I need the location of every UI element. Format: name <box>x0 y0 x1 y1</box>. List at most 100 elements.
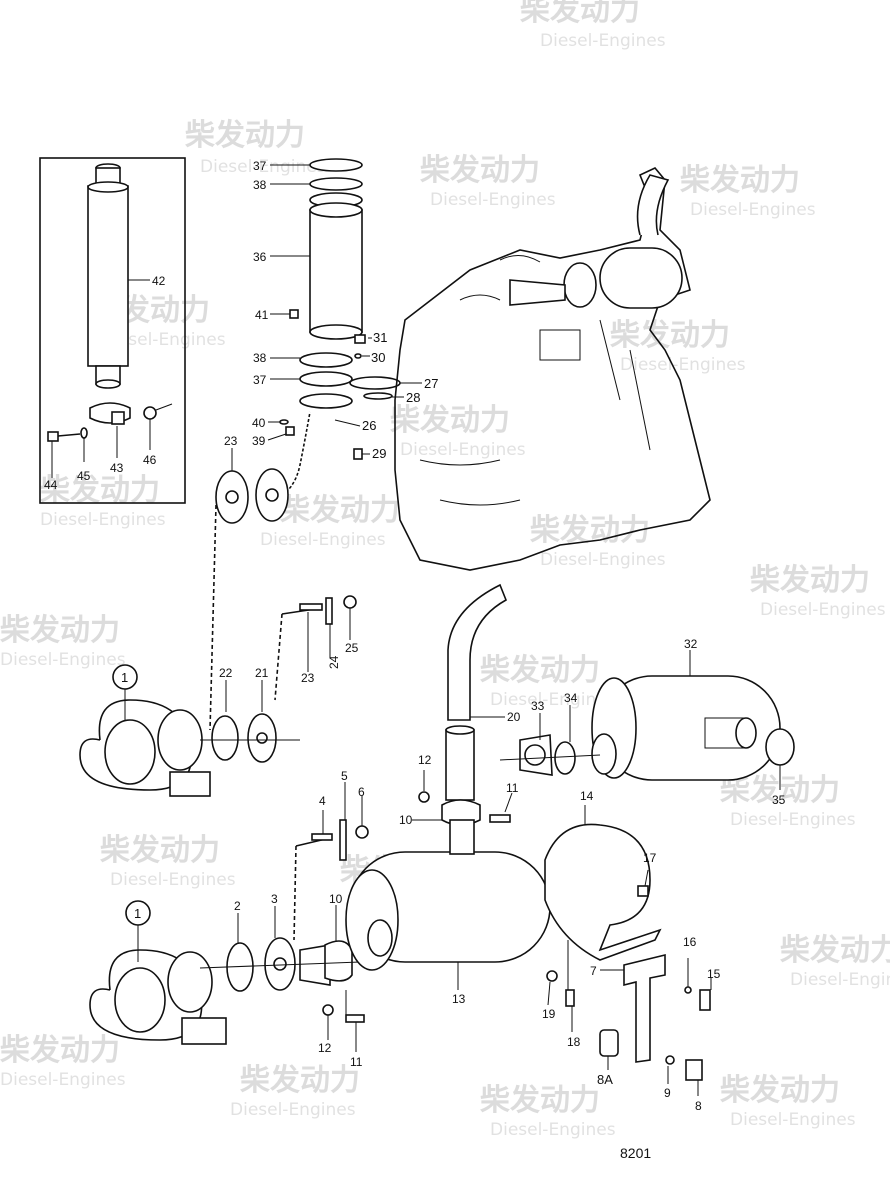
watermark-tile: 柴发动力 Diesel-Engines <box>0 1033 126 1090</box>
callout-32: 32 <box>684 637 698 651</box>
callout-20: 20 <box>507 710 521 724</box>
callout-3: 3 <box>271 892 278 906</box>
inset-detail-box: 42 43 44 45 46 <box>39 157 186 504</box>
watermark-tile: 柴发动力 Diesel-Engines <box>185 118 326 177</box>
callout-4: 4 <box>319 794 326 808</box>
watermark-tile: 柴发动力 Diesel-Engines <box>390 403 526 460</box>
callout-12-lower: 12 <box>318 1041 332 1055</box>
washer-30 <box>354 353 362 359</box>
svg-text:柴发动力: 柴发动力 <box>390 403 510 438</box>
callout-37-bottom: 37 <box>253 373 267 387</box>
svg-text:柴发动力: 柴发动力 <box>480 653 600 688</box>
callout-16: 16 <box>683 935 697 949</box>
clamp-10-lower <box>324 940 353 982</box>
silencer-pipe-36 <box>309 209 363 333</box>
svg-text:Diesel-Engines: Diesel-Engines <box>110 870 236 890</box>
bolt-39 <box>285 426 295 436</box>
callout-8A: 8A <box>597 1072 613 1087</box>
svg-text:Diesel-Engines: Diesel-Engines <box>540 31 666 51</box>
callout-8: 8 <box>695 1099 702 1113</box>
callout-34: 34 <box>564 691 578 705</box>
svg-text:柴发动力: 柴发动力 <box>530 513 650 548</box>
callout-46: 46 <box>143 453 157 467</box>
inset-washer <box>80 427 88 439</box>
flange-37-bottom <box>299 371 353 387</box>
gasket-38-bottom <box>299 352 353 368</box>
svg-text:Diesel-Engines: Diesel-Engines <box>760 600 886 620</box>
gasket-34 <box>554 741 576 775</box>
watermark-tile: 柴发动力 Diesel-Engines <box>480 1083 616 1140</box>
svg-text:柴发动力: 柴发动力 <box>720 1073 840 1108</box>
callout-13: 13 <box>452 992 466 1006</box>
callout-1-upper: 1 <box>121 670 128 685</box>
callout-43: 43 <box>110 461 124 475</box>
inset-clamp <box>89 402 131 425</box>
tailpipe-group: 20 12 11 10 32 33 34 35 <box>399 583 795 827</box>
stud-23 <box>299 603 323 611</box>
svg-text:柴发动力: 柴发动力 <box>0 1033 120 1068</box>
callout-30: 30 <box>371 350 385 365</box>
clamp-35 <box>765 728 795 766</box>
svg-text:柴发动力: 柴发动力 <box>750 563 870 598</box>
callout-42: 42 <box>152 274 166 288</box>
svg-text:Diesel-Engines: Diesel-Engines <box>730 1110 856 1130</box>
callout-11-upper: 11 <box>506 781 519 795</box>
svg-text:Diesel-Engines: Diesel-Engines <box>40 510 166 530</box>
svg-text:柴发动力: 柴发动力 <box>100 833 220 868</box>
watermark-tile: 柴发动力 Diesel-Engines <box>720 773 856 830</box>
svg-text:柴发动力: 柴发动力 <box>280 493 400 528</box>
callout-22: 22 <box>219 666 233 680</box>
svg-text:Diesel-Engines: Diesel-Engines <box>790 970 890 990</box>
watermark-tile: 柴发动力 Diesel-Engines <box>750 563 886 620</box>
callout-7: 7 <box>590 964 597 978</box>
svg-text:Diesel-Engines: Diesel-Engines <box>690 200 816 220</box>
engine-outline <box>394 167 711 571</box>
bolt-11-upper <box>489 814 511 823</box>
nut-25 <box>343 595 357 609</box>
svg-text:Diesel-Engines: Diesel-Engines <box>430 190 556 210</box>
callout-23-lower: 23 <box>301 671 315 685</box>
callout-5: 5 <box>341 769 348 783</box>
nut-17 <box>637 885 649 897</box>
callout-28: 28 <box>406 390 420 405</box>
callout-17: 17 <box>643 851 657 865</box>
callout-6: 6 <box>358 785 365 799</box>
callout-10-upper: 10 <box>399 813 413 827</box>
callout-40: 40 <box>252 416 266 430</box>
watermark-tile: 柴发动力 Diesel-Engines <box>480 653 616 710</box>
svg-text:Diesel-Engines: Diesel-Engines <box>0 650 126 670</box>
callout-12-upper: 12 <box>418 753 432 767</box>
svg-text:Diesel-Engines: Diesel-Engines <box>230 1100 356 1120</box>
washer-16 <box>684 986 692 994</box>
bolt-18 <box>565 989 575 1007</box>
drawing-reference-number: 8201 <box>620 1145 651 1161</box>
svg-text:柴发动力: 柴发动力 <box>480 1083 600 1118</box>
spacer-8A <box>599 1029 619 1057</box>
svg-text:柴发动力: 柴发动力 <box>240 1063 360 1098</box>
svg-text:柴发动力: 柴发动力 <box>780 933 890 968</box>
watermark-tile: 柴发动力 Diesel-Engines <box>610 318 746 375</box>
callout-31: 31 <box>373 330 387 345</box>
watermark-tile: 柴发动力 Diesel-Engines <box>0 613 126 670</box>
svg-text:柴发动力: 柴发动力 <box>0 613 120 648</box>
svg-text:Diesel-Engines: Diesel-Engines <box>490 1120 616 1140</box>
callout-33: 33 <box>531 699 545 713</box>
washer-9 <box>665 1055 675 1065</box>
svg-text:Diesel-Engines: Diesel-Engines <box>100 330 226 350</box>
callout-9: 9 <box>664 1086 671 1100</box>
callout-11-lower: 11 <box>350 1055 363 1069</box>
callout-10-lower: 10 <box>329 892 343 906</box>
callout-29: 29 <box>372 446 386 461</box>
watermark-tile: 柴发动力 Diesel-Engines <box>260 493 400 550</box>
callout-36: 36 <box>253 250 267 264</box>
watermark-tile: 柴发动力 Diesel-Engines <box>680 163 816 220</box>
nut-41 <box>289 309 299 319</box>
flange-37-top <box>309 158 363 172</box>
nut-12-lower <box>322 1004 334 1016</box>
svg-text:Diesel-Engines: Diesel-Engines <box>540 550 666 570</box>
callout-27: 27 <box>424 376 438 391</box>
callout-39: 39 <box>252 434 266 448</box>
svg-text:柴发动力: 柴发动力 <box>680 163 800 198</box>
watermark-tile: 柴发动力 Diesel-Engines <box>720 1073 856 1130</box>
